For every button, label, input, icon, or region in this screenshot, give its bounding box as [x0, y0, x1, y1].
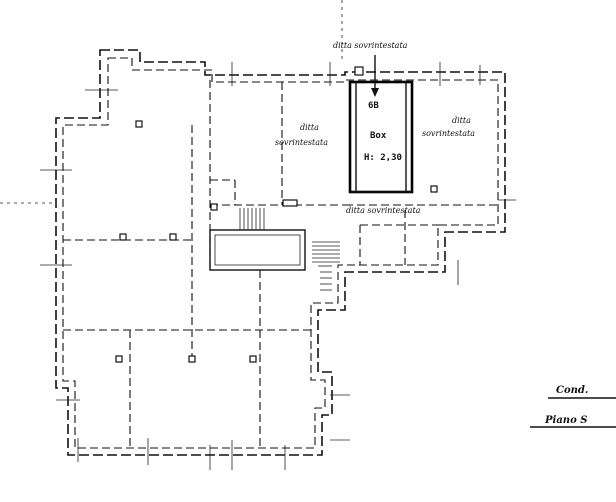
label-ditta-right-1: ditta	[452, 116, 471, 125]
label-ditta-top: ditta sovrintestata	[333, 41, 408, 50]
label-ditta-bottom: ditta sovrintestata	[346, 206, 421, 215]
label-box: Box	[370, 131, 387, 141]
pillars	[115, 66, 438, 363]
label-ditta-center-1: ditta	[300, 123, 319, 132]
stair-treads-1	[239, 208, 265, 230]
outer-wall-inner	[62, 57, 499, 449]
label-box-number: 6B	[368, 101, 379, 111]
stair-treads-2	[312, 241, 340, 291]
box-6b-arrowhead	[371, 88, 379, 97]
label-box-height: H: 2,30	[364, 153, 402, 163]
stair-core-inner	[214, 234, 301, 266]
label-ditta-center-2: sovrintestata	[275, 138, 328, 147]
legend-line-2: Piano S	[544, 415, 587, 426]
legend-line-1: Cond.	[556, 385, 588, 396]
outer-wall	[55, 49, 506, 456]
axis-ticks	[0, 0, 516, 470]
label-ditta-right-2: sovrintestata	[422, 129, 475, 138]
stair-core	[209, 229, 306, 271]
